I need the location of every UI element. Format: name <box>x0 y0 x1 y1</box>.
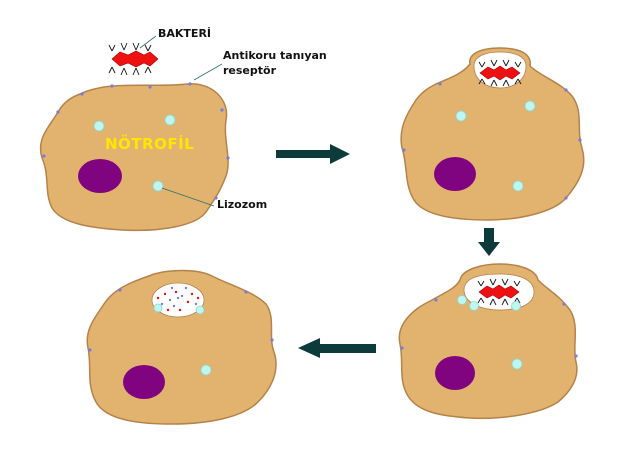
arrow-down <box>478 228 500 256</box>
receptor-label-line1: Antikoru tanıyan <box>223 49 327 62</box>
neutrophil-label: NÖTROFİL <box>105 135 195 153</box>
receptor-dots <box>42 82 230 200</box>
lysosome <box>93 120 105 132</box>
receptor-dots <box>402 82 582 200</box>
fusing-lysosome <box>457 295 467 305</box>
nucleus <box>78 159 122 193</box>
receptor-dots <box>400 298 578 358</box>
bacterium-with-antibodies <box>478 59 522 87</box>
lysosome <box>511 358 523 370</box>
lysosome <box>524 100 536 112</box>
panel-3-cell <box>398 263 578 420</box>
lysosome-leader-line <box>161 187 215 207</box>
arrow-left <box>298 338 376 358</box>
panel-4-cell <box>86 269 277 425</box>
bacterium <box>111 50 159 68</box>
bacterium <box>479 65 521 81</box>
lysosome <box>153 303 163 313</box>
receptor-dots <box>88 288 274 352</box>
lysosome <box>152 180 164 192</box>
arrow-right <box>276 144 350 164</box>
bacterium <box>478 284 520 300</box>
lysosome <box>200 364 212 376</box>
bacterium-with-antibodies <box>108 42 159 76</box>
bacteria-leader-line <box>139 35 157 49</box>
receptor-leader-line <box>193 63 223 81</box>
panel-2-cell <box>400 47 585 221</box>
panel-1-cell <box>39 35 230 232</box>
nucleus <box>435 356 475 390</box>
bacteria-label: BAKTERİ <box>158 27 212 40</box>
receptor-label-line2: reseptör <box>223 64 277 77</box>
bacterium-with-antibodies <box>477 278 521 306</box>
lysosome-label: Lizozom <box>217 198 268 211</box>
digestion-vacuole <box>151 282 205 318</box>
lysosome <box>455 110 467 122</box>
nucleus <box>434 157 476 191</box>
nucleus <box>123 365 165 399</box>
digested-fragments <box>156 286 200 312</box>
lysosome <box>512 180 524 192</box>
lysosome <box>195 305 205 315</box>
fusing-lysosome <box>469 301 479 311</box>
neutrophil-cell-body <box>39 83 229 232</box>
lysosome <box>164 114 176 126</box>
fusing-lysosome <box>511 301 521 311</box>
